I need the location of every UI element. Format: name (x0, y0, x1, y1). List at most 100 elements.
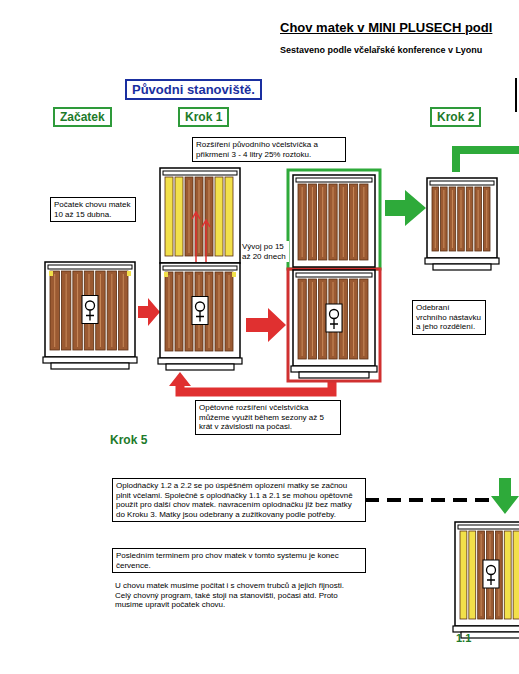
stroke (189, 180, 190, 253)
stroke (363, 282, 364, 356)
note-box: Oplodňačky 1.2 a 2.2 se po úspěšném oplo… (112, 478, 366, 522)
comb-frame (329, 184, 337, 260)
stroke (322, 187, 323, 257)
title: Chov matek v MINI PLUSECH podl (280, 20, 492, 35)
red-small-arrows (192, 212, 210, 262)
comb-frame (175, 177, 183, 256)
node-text: Rozšíření původního včelstvíčka a přikrm… (196, 140, 342, 159)
stroke (66, 274, 67, 347)
stroke (312, 187, 313, 257)
hive-box (43, 262, 137, 369)
corner (164, 272, 168, 277)
hive-box (293, 175, 375, 267)
green-arrow (385, 190, 426, 226)
hive-body (427, 178, 497, 258)
comb-frame (298, 184, 306, 260)
hive-box (158, 263, 242, 370)
comb-frame (225, 272, 233, 351)
green-arrow (491, 478, 519, 514)
step-box: Začatek (53, 107, 112, 127)
hive-box (291, 270, 377, 378)
comb-frame (225, 177, 233, 256)
hive-body (160, 263, 240, 358)
hive-body (293, 175, 375, 267)
queen-cell (326, 304, 342, 332)
node-text: Původni stanoviště. (132, 82, 255, 97)
hive-stand (291, 366, 377, 372)
note-box: Počatek chovu matek 10 až 15 dubna. (50, 197, 136, 222)
stroke (229, 275, 230, 348)
stroke (461, 190, 462, 248)
stroke (435, 190, 436, 248)
stroke (100, 274, 101, 347)
queen-symbol (196, 311, 204, 322)
hive-rim (296, 273, 372, 277)
step-box: Krok 2 (430, 107, 481, 127)
hive-rim (458, 525, 519, 529)
stroke (363, 187, 364, 257)
stroke (189, 275, 190, 348)
comb-frame (349, 184, 357, 260)
corner (49, 271, 53, 276)
red-return-arrow (180, 382, 332, 392)
stroke (322, 282, 323, 356)
queen-cell (82, 296, 98, 324)
comb-frame (308, 279, 316, 359)
queen-symbol (196, 302, 205, 311)
note-text: U chovu matek musime počitat i s chovem … (112, 581, 366, 591)
stroke (333, 187, 334, 257)
comb-frame (107, 271, 116, 350)
node-text: Oplodňačky 1.2 a 2.2 se po úspěšném oplo… (116, 481, 362, 519)
comb-frame (458, 187, 465, 251)
hive-stand (299, 372, 369, 378)
red-arrowhead (169, 372, 191, 386)
node-text: Krok 1 (185, 110, 222, 124)
comb-frame (165, 272, 173, 351)
queen-cell (483, 560, 499, 588)
comb-frame (119, 271, 128, 350)
stroke (54, 274, 55, 347)
location-box: Původni stanoviště. (125, 79, 262, 100)
note-box: Odebraní vrchního nástavku a jeho rozděl… (412, 300, 486, 335)
stroke (77, 274, 78, 347)
comb-frame (308, 184, 316, 260)
hive-box (425, 178, 499, 270)
comb-frame (360, 279, 368, 359)
comb-frame (504, 531, 511, 619)
stroke (219, 275, 220, 348)
queen-cell (192, 297, 208, 325)
node-text: Počatek chovu matek 10 až 15 dubna. (54, 200, 132, 219)
queen-symbol (86, 310, 94, 321)
node-text: Začatek (60, 110, 105, 124)
hive-stand (51, 363, 129, 369)
red-frame (288, 269, 380, 381)
stroke (302, 282, 303, 356)
comb-frame (215, 272, 223, 351)
note-text: Vývoj po 15 až 20 dnech (241, 241, 289, 262)
red-arrow (138, 298, 160, 326)
comb-frame (432, 187, 439, 251)
node-text: Opětovné rozšíření včelstvíčka můžeme vy… (199, 403, 337, 432)
hive-rim (163, 266, 237, 270)
stroke (478, 190, 479, 248)
hive-stand (433, 264, 491, 270)
green-line (456, 150, 519, 172)
hive-body (45, 262, 135, 357)
note-text: Celý chovný program, také stoji na stano… (112, 591, 366, 610)
stroke (443, 190, 444, 248)
comb-frame (61, 271, 70, 350)
hive-stand (158, 358, 242, 364)
comb-frame (175, 272, 183, 351)
hive-stand (453, 626, 519, 632)
comb-frame (466, 187, 473, 251)
comb-frame (360, 184, 368, 260)
comb-frame (319, 184, 327, 260)
hive-rim (163, 171, 237, 175)
hive-rim (296, 178, 372, 182)
stroke (343, 282, 344, 356)
comb-frame (441, 187, 448, 251)
stroke (209, 275, 210, 348)
stroke (111, 274, 112, 347)
hives (43, 168, 519, 638)
comb-frame (215, 177, 223, 256)
